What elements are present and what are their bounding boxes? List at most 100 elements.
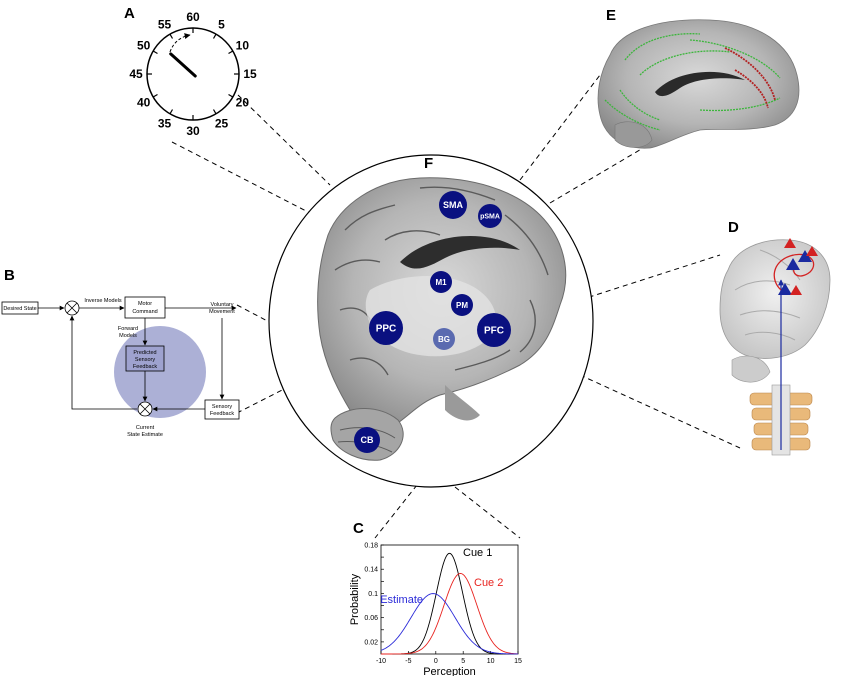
y-tick-label: 0.02 [364,639,378,646]
region-cb: CB [354,427,380,453]
brain-corpus-callosum [400,236,520,269]
desired-state-label: Desired State [3,306,36,312]
brainstem [445,385,480,421]
region-psma-marker [478,204,502,228]
region-pm-label: PM [456,301,468,310]
y-tick-label: 0.18 [364,543,378,550]
clock-number: 60 [186,10,200,24]
panel-label-d: D [728,219,739,236]
lateral-cerebellum [731,355,771,383]
x-tick-label: -10 [376,658,386,665]
panel-label-e: E [606,7,616,24]
series-line-2 [381,573,519,655]
clock-tick [228,93,234,98]
series-label-1: Cue 1 [463,547,492,559]
x-tick-label: 10 [487,658,495,665]
predicted-feedback-label-3: Feedback [133,364,157,370]
clock-number: 5 [218,18,225,32]
clock-number: 10 [236,39,250,53]
motor-command-label-2: Command [132,309,157,315]
clock-tick [212,109,217,115]
pyramidal-neurons [778,238,818,295]
motor-command-label-1: Motor [138,301,152,307]
clock-number: 15 [243,67,257,81]
medial-corpus-callosum [655,71,745,97]
current-state-label-1: Current [136,425,155,431]
region-pfc: PFC [477,313,511,347]
medial-brain-image [597,19,800,149]
sensory-feedback-label-2: Feedback [210,411,234,417]
clock-number: 50 [137,39,151,53]
region-pm-marker [451,294,473,316]
clock-rotation-arrow [169,33,191,53]
predicted-feedback-label-1: Predicted [133,350,156,356]
clock-tick [169,33,174,39]
voluntary-movement-label-1: Voluntary [211,302,234,308]
clock-number: 45 [129,67,143,81]
clock-ticks [147,28,239,120]
region-pfc-label: PFC [484,326,504,337]
series-label-3: Estimate [380,594,423,606]
x-tick-label: 15 [514,658,522,665]
region-ppc-label: PPC [376,324,397,335]
y-tick-label: 0.1 [368,591,378,598]
x-axis-label: Perception [423,666,476,676]
clock-tick [152,93,158,98]
x-tick-label: 5 [461,658,465,665]
region-sma-marker [439,191,467,219]
panel-label-c: C [353,520,364,537]
clock-number: 20 [236,96,250,110]
medial-cerebellum [614,121,653,148]
x-tick-label: -5 [405,658,411,665]
series-label-2: Cue 2 [474,577,503,589]
sensory-feedback-box [204,399,240,420]
region-psma: pSMA [478,204,502,228]
series-line-3 [380,593,519,655]
clock-numbers: 60 5 10 15 20 25 30 35 40 45 50 55 [129,10,257,138]
clock-tick [212,33,217,39]
y-axis-label: Probability [349,573,361,625]
block-diagram-panel: B Desired State Motor Command Inverse Mo… [1,267,240,438]
clock-tick [169,109,174,115]
region-ppc: PPC [369,311,403,345]
region-bg-marker [433,328,455,350]
region-psma-label: pSMA [480,214,500,221]
clock-tick [152,50,158,55]
predicted-feedback-box [125,345,165,372]
block-diagram-arrows [38,305,237,412]
lateral-brain-image [719,239,831,359]
medial-brain-panel: E [597,7,800,149]
clock-number: 35 [158,116,172,130]
region-m1-label: M1 [435,278,447,287]
forward-models-label-2: Models [119,333,137,339]
region-cb-marker [354,427,380,453]
region-ppc-marker [369,311,403,345]
voluntary-movement-label-2: Movement [209,309,235,315]
spinal-cord-panel: D [719,219,831,456]
clock-number: 55 [158,18,172,32]
region-pm: PM [451,294,473,316]
x-tick-label: 0 [434,658,438,665]
region-m1-marker [430,271,452,293]
cortical-loop [773,253,815,291]
chart-plot-area [380,544,519,655]
clock-number: 25 [215,116,229,130]
y-tick-label: 0.06 [364,615,378,622]
clock-hand [169,52,197,78]
region-m1: M1 [430,271,452,293]
panel-label-f: F [424,155,433,172]
clock-number: 40 [137,96,151,110]
sensory-feedback-label-1: Sensory [212,404,232,410]
inverse-models-label: Inverse Models [84,298,122,304]
predicted-feedback-label-2: Sensory [135,357,155,363]
region-cb-label: CB [361,435,374,445]
region-sma-label: SMA [443,200,464,210]
region-bg-label: BG [438,335,450,344]
clock-number: 30 [186,124,200,138]
